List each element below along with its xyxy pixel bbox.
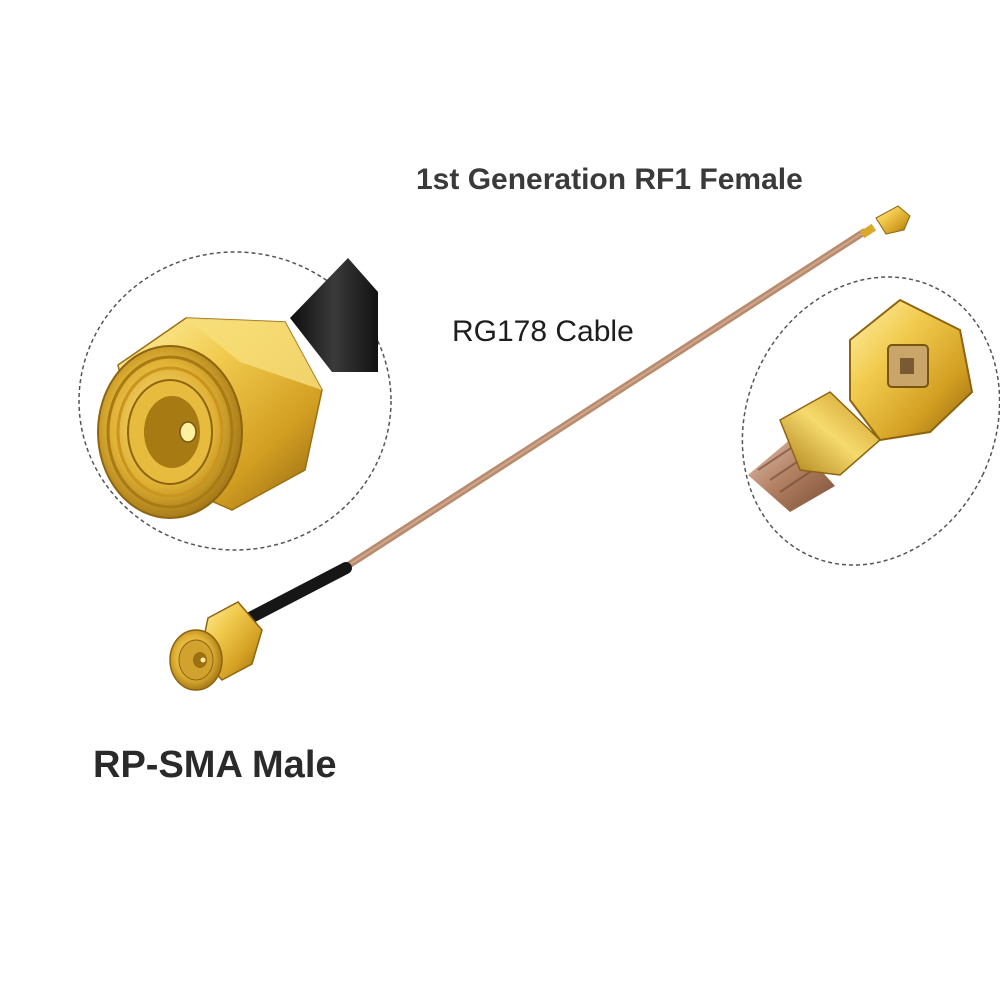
rf1-female-label: 1st Generation RF1 Female [416,163,803,196]
cable-assembly [169,205,911,691]
rp-sma-male-connector [169,601,263,691]
rf1-female-connector [859,205,911,239]
zoom-black-cable [290,258,378,372]
zoom-crimp-sleeve [779,391,882,476]
black-sleeve [244,562,352,624]
zoom-outline-left [78,251,392,551]
zoom-hex-facet [186,318,322,390]
rf1-zoom-view [741,276,1000,566]
zoom-braided-cable [748,438,835,512]
rp-sma-zoom-view [78,251,392,551]
rp-sma-male-label: RP-SMA Male [93,744,337,786]
rg178-cable-label: RG178 Cable [452,315,634,348]
zoom-center-pin [179,421,197,443]
zoom-outline-right [741,276,1000,566]
